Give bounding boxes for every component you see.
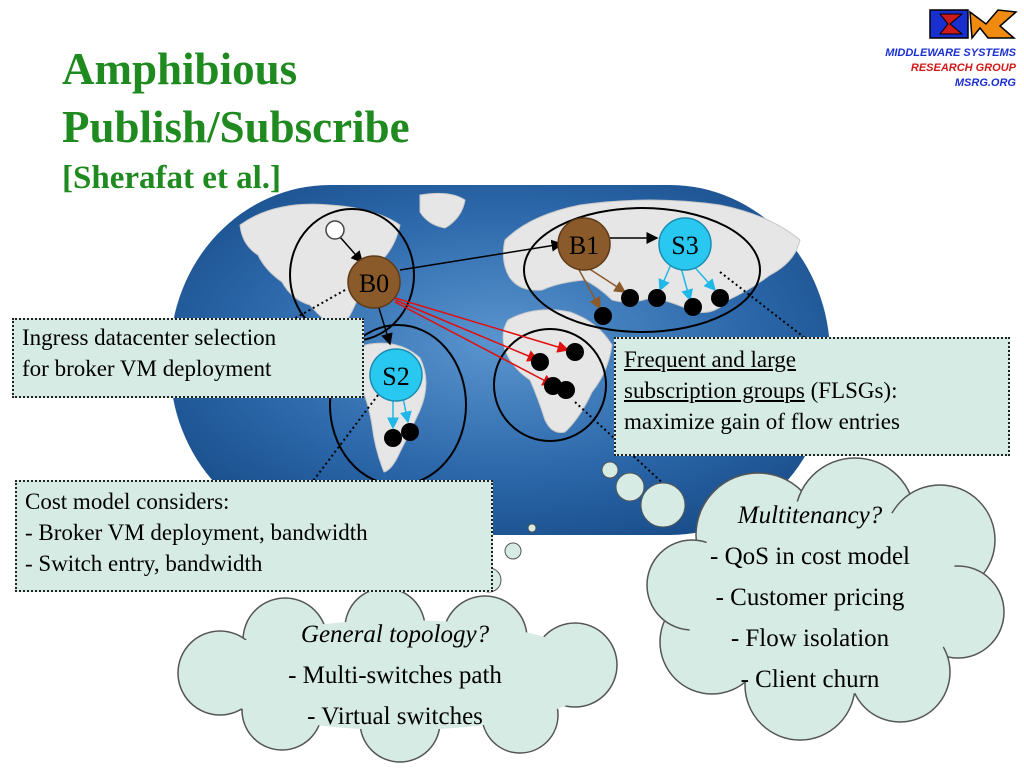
switch-s2-circle: [369, 348, 423, 402]
callout-ingress-line-1: Ingress datacenter selection: [22, 325, 277, 350]
arrow-red-1: [394, 297, 570, 353]
greenland-landmass: [419, 192, 466, 229]
org-line-2: RESEARCH GROUP: [910, 62, 1016, 74]
callout-flsg: Frequent and large subscription groups (…: [614, 337, 1010, 456]
broker-node-b0: B0: [347, 255, 401, 309]
callout-flsg-line-1: Frequent and large: [624, 344, 1000, 375]
thought-bubble: [504, 542, 522, 560]
arrow-red-3: [394, 301, 555, 386]
cloud-topology: [177, 587, 618, 763]
broker-node-b1: B1: [557, 217, 611, 271]
logo-zigzag-red: [938, 13, 964, 35]
multitenancy-item: - Flow isolation: [730, 625, 890, 652]
callout-cost-line-2: - Broker VM deployment, bandwidth: [25, 520, 368, 545]
slide-title: Amphibious Publish/Subscribe [Sherafat e…: [62, 40, 410, 200]
subscriber-dot: [557, 381, 575, 399]
subscriber-dot: [594, 307, 612, 325]
subscriber-dot: [684, 298, 702, 316]
arrow-cyan-5: [399, 397, 412, 424]
arrow-brown-2: [587, 267, 627, 293]
org-line-1: MIDDLEWARE SYSTEMS: [885, 47, 1016, 59]
arrow-publisher-to-b0: [339, 236, 363, 264]
subscriber-dot: [621, 289, 639, 307]
topology-item: - Multi-switches path: [288, 662, 502, 689]
region-ellipse-africa: [493, 328, 607, 442]
arrow-cyan-1: [658, 261, 673, 292]
topology-question: General topology?: [300, 621, 490, 648]
cloud-multitenancy: [646, 457, 1005, 741]
region-ellipse-asia: [523, 207, 761, 333]
subscriber-dot: [566, 343, 584, 361]
subscriber-dot: [384, 429, 402, 447]
thought-bubble: [640, 482, 686, 528]
broker-b0-label: B0: [359, 269, 389, 298]
title-line-1: Amphibious: [62, 44, 298, 94]
cloud-fill: [200, 620, 600, 730]
broker-b1-circle: [557, 217, 611, 271]
callout-cost-line-1: Cost model considers:: [25, 489, 230, 514]
arrow-b0-to-s2: [377, 304, 393, 346]
switch-s3-circle: [658, 217, 712, 271]
thought-bubbles-right: [527, 461, 686, 533]
title-line-2: Publish/Subscribe: [62, 102, 410, 152]
thought-bubble: [615, 472, 645, 502]
switch-s3-label: S3: [671, 231, 698, 260]
title-citation: [Sherafat et al.]: [62, 160, 282, 196]
org-line-3: MSRG.ORG: [954, 77, 1016, 89]
thought-bubble: [527, 523, 537, 533]
callout-cost-line-3: - Switch entry, bandwidth: [25, 551, 263, 576]
broker-b0-circle: [347, 255, 401, 309]
thought-bubble: [601, 461, 619, 479]
pointer-ingress: [291, 289, 346, 321]
callout-cost-model: Cost model considers: - Broker VM deploy…: [15, 480, 493, 592]
multitenancy-item: - QoS in cost model: [710, 543, 910, 570]
multitenancy-item: - Client churn: [740, 666, 880, 693]
callout-flsg-line-3: maximize gain of flow entries: [624, 409, 900, 434]
callout-ingress-selection: Ingress datacenter selection for broker …: [12, 318, 364, 398]
subscriber-dots: [384, 289, 729, 447]
subscriber-dot: [531, 353, 549, 371]
callout-ingress-line-2: for broker VM deployment: [22, 356, 272, 381]
switch-s2-label: S2: [382, 362, 409, 391]
arrow-b0-to-b1: [399, 239, 564, 271]
callout-flsg-line-1-text: Frequent and large: [624, 347, 797, 372]
switch-node-s2: S2: [369, 348, 423, 402]
callout-flsg-line-2: subscription groups (FLSGs):: [624, 375, 1000, 406]
arrow-brown-1: [577, 267, 601, 310]
org-name: MIDDLEWARE SYSTEMS RESEARCH GROUP MSRG.O…: [885, 46, 1016, 91]
cloud-fill: [682, 500, 962, 696]
cloud-topology-text: General topology? - Multi-switches path …: [226, 614, 564, 737]
msrg-logo: [929, 9, 1018, 40]
arrow-red-2: [394, 299, 540, 362]
broker-b1-label: B1: [569, 231, 599, 260]
topology-item: - Virtual switches: [307, 703, 483, 730]
pointer-cost: [309, 394, 379, 486]
callout-flsg-line-2-rest: (FLSGs):: [804, 378, 898, 403]
subscriber-dot: [711, 289, 729, 307]
switch-node-s3: S3: [658, 217, 712, 271]
logo-wing-orange: [969, 9, 1018, 40]
cloud-multitenancy-text: Multitenancy? - QoS in cost model - Cust…: [672, 495, 948, 700]
publisher-node: [325, 220, 345, 240]
subscriber-dot: [648, 289, 666, 307]
multitenancy-question: Multitenancy?: [737, 502, 883, 529]
callout-flsg-line-2-underlined: subscription groups: [624, 378, 805, 403]
multitenancy-item: - Customer pricing: [715, 584, 905, 611]
pointer-africa: [574, 401, 669, 489]
north-america-landmass: [239, 203, 401, 331]
subscriber-dot: [401, 423, 419, 441]
